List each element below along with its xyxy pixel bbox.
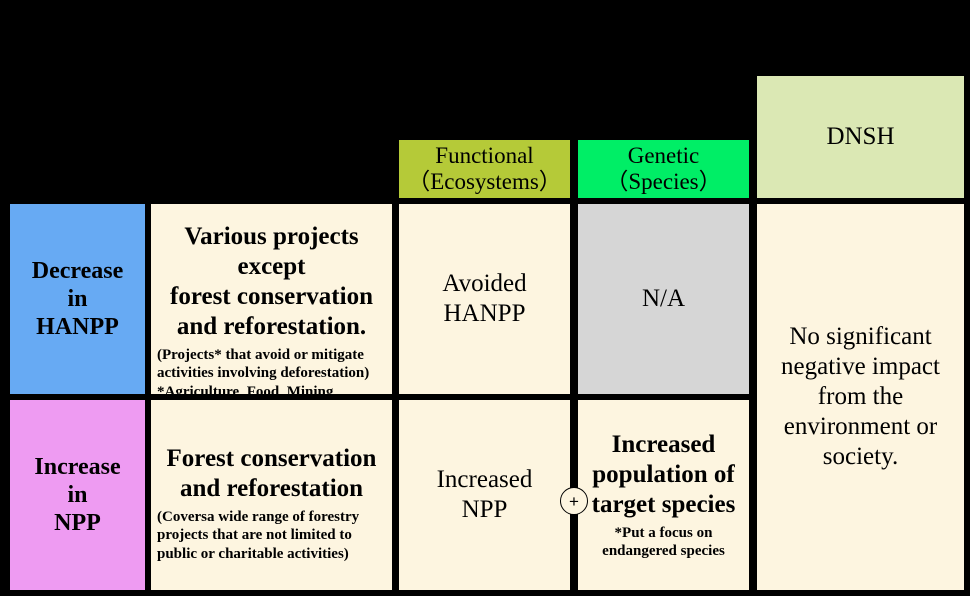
description-note-line2: activities involving deforestation) (157, 365, 370, 382)
header-genetic-line1: Genetic (627, 143, 700, 169)
row-label-decrease-line2: in (67, 285, 88, 312)
cell-increase-genetic-line1: Increased (611, 430, 716, 458)
description-note-line1: (Projects* that avoid or mitigate (157, 347, 364, 363)
row-label-decrease-line3: HANPP (36, 314, 119, 341)
dnsh-body-line3: from the (817, 383, 904, 410)
header-functional-line2: （Ecosystems） (407, 169, 562, 194)
dnsh-body-line1: No significant (789, 323, 932, 350)
row-description-increase-npp: Forest conservation and reforestation (C… (149, 398, 394, 592)
row-label-increase-line3: NPP (54, 510, 101, 537)
cell-increase-genetic-note2: endangered species (602, 543, 725, 559)
cell-increase-genetic-line3: target species (591, 490, 736, 518)
cell-decrease-genetic-line1: N/A (641, 285, 686, 312)
description2-title-line1: Forest conservation (166, 445, 377, 472)
cell-increase-functional-line1: Increased (436, 466, 533, 493)
row-description-decrease-hanpp: Various projects except forest conservat… (149, 202, 394, 418)
header-dnsh-label: DNSH (826, 123, 895, 150)
cell-increase-genetic: Increased population of target species *… (576, 398, 751, 592)
cell-decrease-functional: Avoided HANPP (397, 202, 572, 396)
description2-note-line2: projects that are not limited to (157, 527, 352, 544)
cell-increase-genetic-note1: *Put a focus on (614, 524, 713, 541)
header-functional-line1: Functional (435, 143, 534, 169)
row-label-increase-npp: Increase in NPP (8, 398, 147, 592)
cell-increase-functional: Increased NPP (397, 398, 572, 592)
cell-dnsh-body: No significant negative impact from the … (755, 202, 966, 592)
cell-increase-functional-line2: NPP (461, 496, 508, 523)
dnsh-body-line5: society. (822, 443, 899, 470)
row-label-increase-line2: in (67, 481, 88, 508)
cell-decrease-functional-line2: HANPP (443, 300, 526, 327)
row-label-decrease-line1: Decrease (31, 257, 124, 284)
description-title-line3: and reforestation. (176, 313, 367, 340)
description-title-line2: forest conservation (170, 283, 373, 310)
row-label-decrease-hanpp: Decrease in HANPP (8, 202, 147, 396)
description2-note-line1: (Coversa wide range of forestry (157, 509, 360, 525)
cell-increase-genetic-line2: population of (592, 460, 735, 488)
cell-decrease-functional-line1: Avoided (442, 270, 527, 297)
plus-badge-icon: + (560, 487, 588, 515)
cell-decrease-genetic: N/A (576, 202, 751, 396)
header-genetic-line2: （Species） (605, 169, 722, 194)
dnsh-body-line4: environment or (783, 413, 938, 440)
description2-note-line3: public or charitable activities) (157, 545, 349, 562)
description2-title-line2: and reforestation (179, 475, 364, 502)
header-dnsh: DNSH (755, 74, 966, 200)
description-note-line3: *Agriculture, Food, Mining, (157, 383, 338, 400)
row-label-increase-line1: Increase (34, 453, 121, 480)
dnsh-body-line2: negative impact (781, 353, 940, 380)
description-title-line1: Various projects except (184, 223, 359, 280)
header-functional: Functional （Ecosystems） (397, 138, 572, 200)
header-genetic: Genetic （Species） (576, 138, 751, 200)
